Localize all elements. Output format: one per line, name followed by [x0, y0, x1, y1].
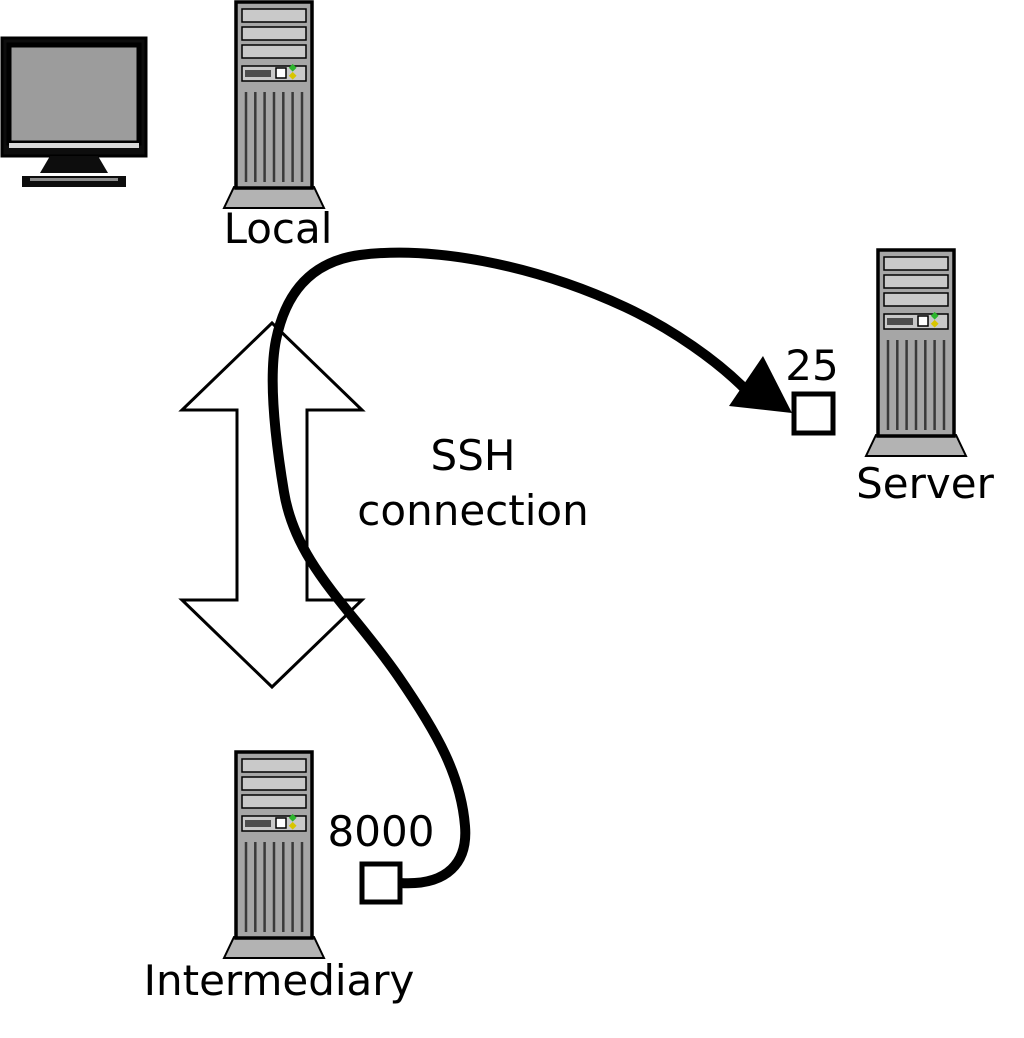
intermediary-label: Intermediary: [143, 956, 415, 1005]
server-label: Server: [856, 459, 994, 508]
ssh-connection-label-line2: connection: [357, 486, 589, 535]
tunnel-arrowhead-icon: [729, 356, 792, 413]
ssh-double-arrow-icon: [178, 320, 366, 690]
intermediary-computer-icon: [222, 750, 326, 960]
monitor-icon: [2, 38, 146, 187]
local-computer-icon: [222, 0, 326, 210]
port-25-box: [791, 391, 836, 436]
tunnel-curve: [267, 247, 753, 889]
port-8000-label: 8000: [327, 807, 435, 856]
local-label: Local: [223, 204, 333, 253]
server-computer-icon: [864, 248, 968, 458]
port-8000-box: [359, 861, 403, 905]
ssh-connection-label: SSH connection: [357, 428, 588, 538]
ssh-connection-label-line1: SSH: [430, 431, 516, 480]
port-25-label: 25: [785, 341, 839, 390]
